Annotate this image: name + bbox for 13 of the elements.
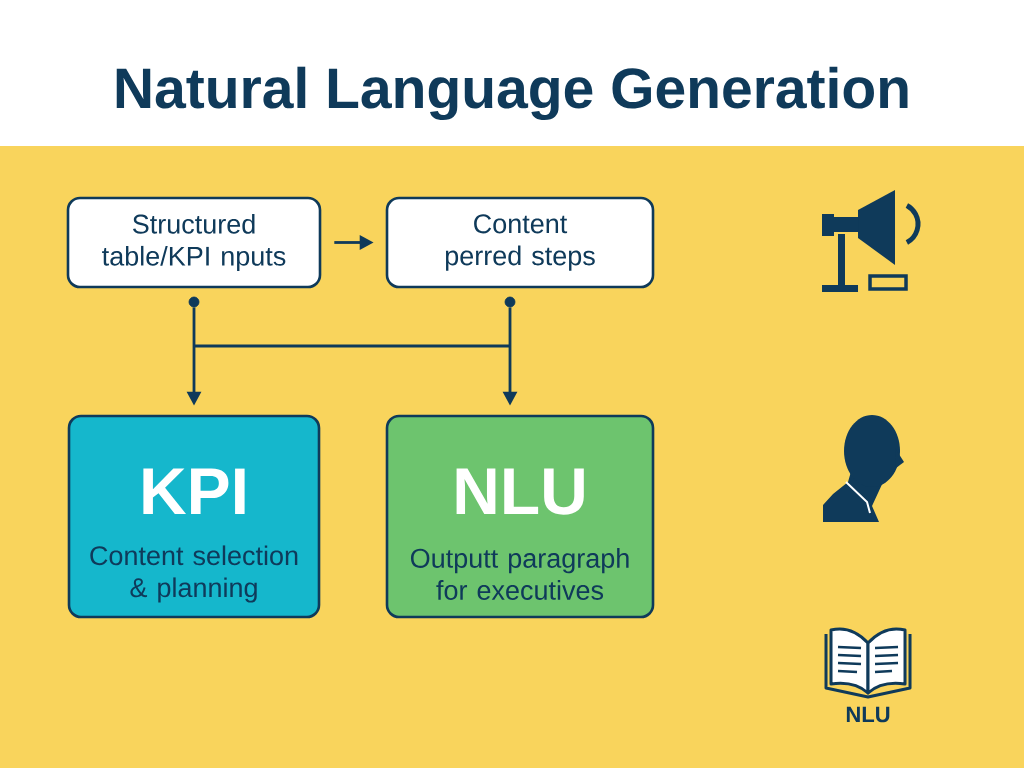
input-box: Structured table/KPI nputs: [66, 196, 322, 289]
box-heading: KPI: [143, 468, 245, 514]
title: Natural Language Generation: [116, 66, 908, 121]
process-box: [385, 414, 655, 619]
process-box: [67, 414, 321, 619]
box-description: Content selection & planning: [90, 545, 298, 603]
icon-caption: NLU: [846, 706, 890, 723]
connector-line: [194, 344, 510, 348]
connector-line: [508, 307, 512, 346]
connector-line: [192, 307, 196, 346]
input-box: Content perred steps: [385, 196, 655, 289]
box-description: Outputt paragraph for executives: [410, 548, 629, 600]
box-heading: NLU: [456, 468, 584, 515]
